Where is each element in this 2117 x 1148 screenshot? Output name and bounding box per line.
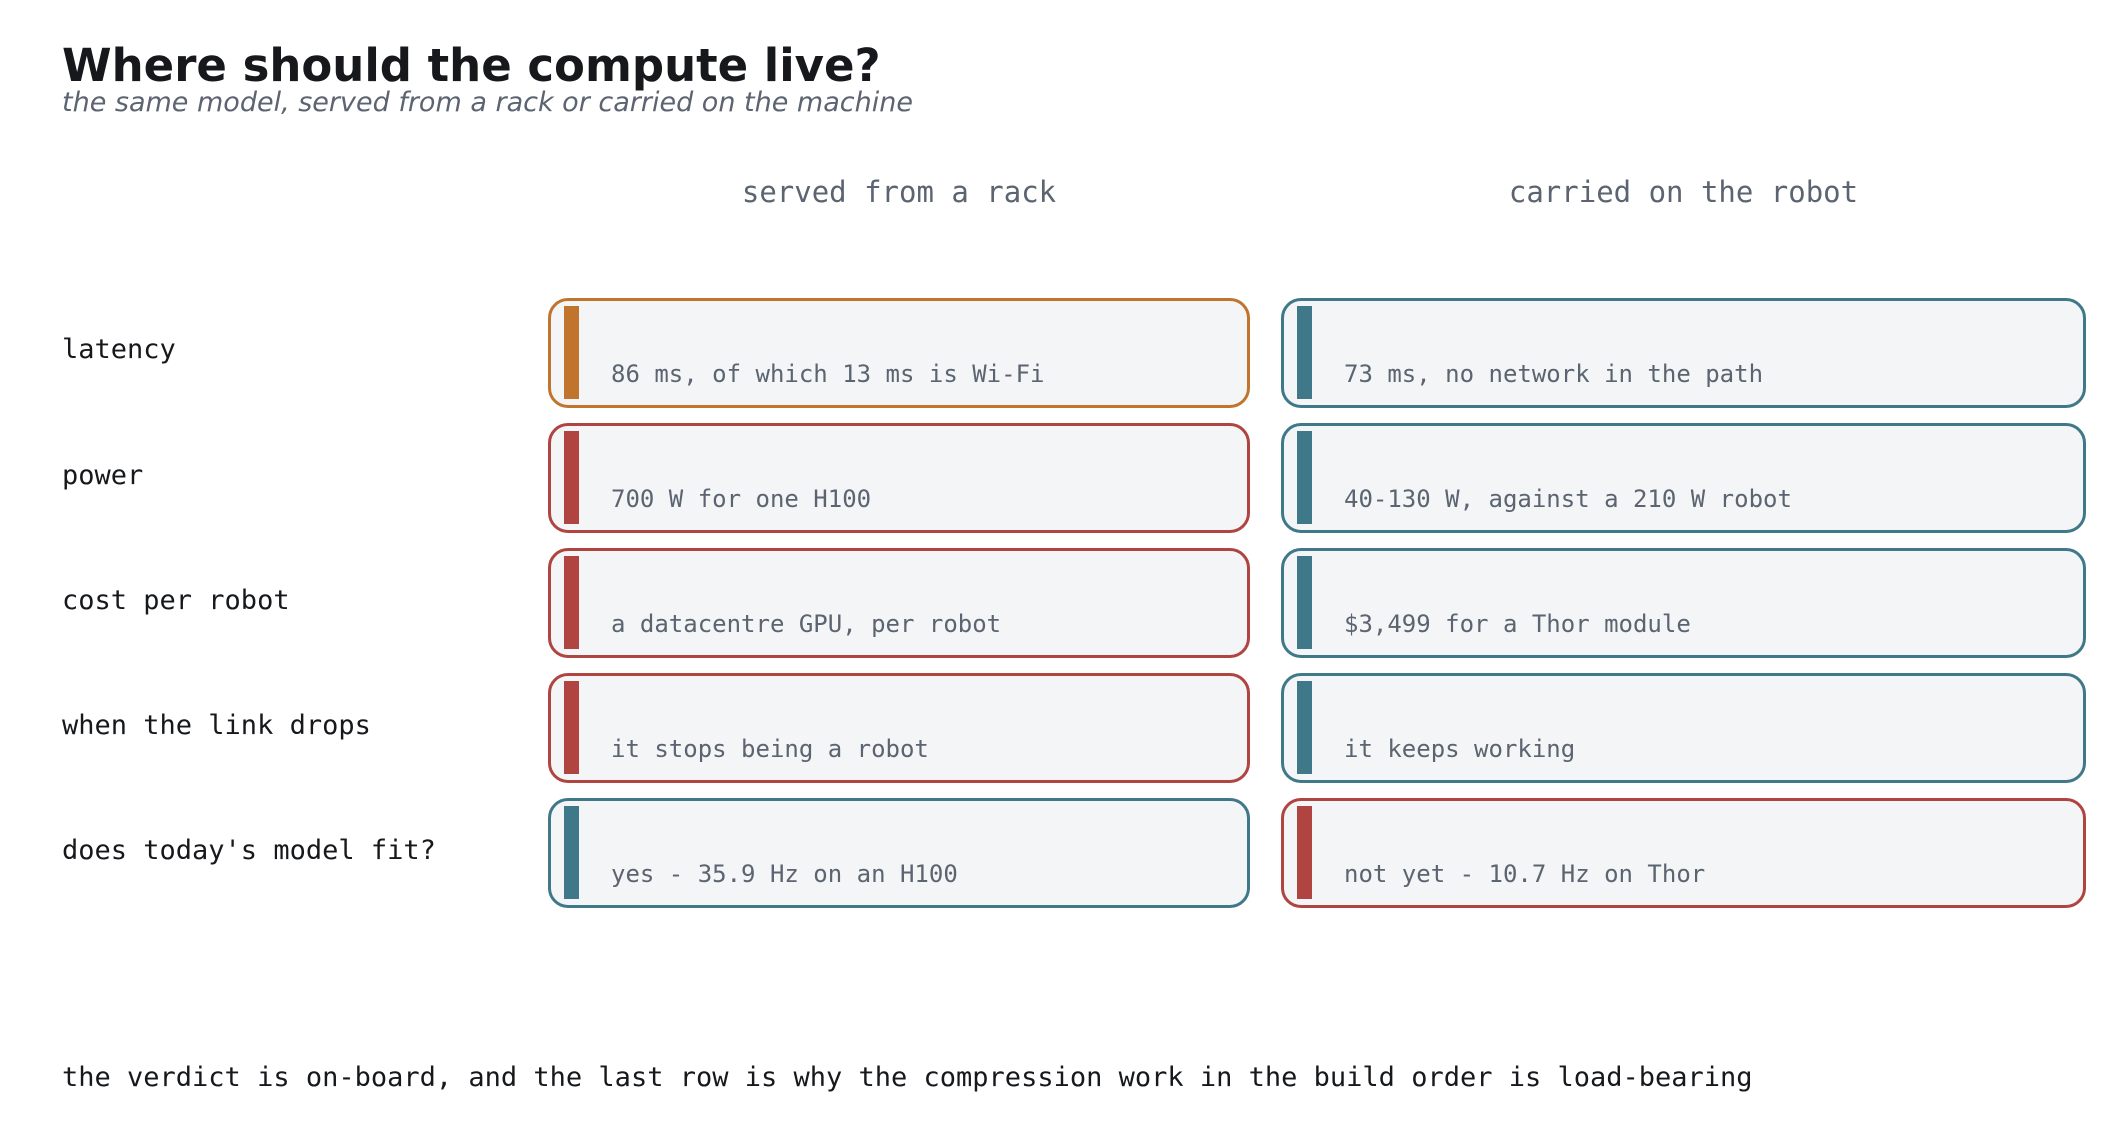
card-accent-bar bbox=[564, 556, 579, 649]
card-power-robot: 40-130 W, against a 210 W robot bbox=[1281, 423, 2086, 533]
card-cost-rack: a datacentre GPU, per robot bbox=[548, 548, 1250, 658]
card-accent-bar bbox=[564, 306, 579, 399]
page-subtitle: the same model, served from a rack or ca… bbox=[62, 87, 913, 118]
card-latency-rack: 86 ms, of which 13 ms is Wi-Fi bbox=[548, 298, 1250, 408]
card-text: not yet - 10.7 Hz on Thor bbox=[1344, 860, 1706, 888]
card-accent-bar bbox=[1297, 306, 1312, 399]
card-power-rack: 700 W for one H100 bbox=[548, 423, 1250, 533]
row-label-latency: latency bbox=[62, 334, 176, 365]
card-text: yes - 35.9 Hz on an H100 bbox=[611, 860, 958, 888]
card-text: 73 ms, no network in the path bbox=[1344, 360, 1764, 388]
page-title: Where should the compute live? bbox=[62, 39, 881, 92]
card-text: a datacentre GPU, per robot bbox=[611, 610, 1002, 638]
row-label-model-fit: does today's model fit? bbox=[62, 835, 436, 866]
verdict-footer: the verdict is on-board, and the last ro… bbox=[62, 1062, 1753, 1093]
card-cost-robot: $3,499 for a Thor module bbox=[1281, 548, 2086, 658]
row-label-power: power bbox=[62, 460, 144, 491]
row-label-link-drops: when the link drops bbox=[62, 710, 371, 741]
column-header-rack: served from a rack bbox=[741, 175, 1057, 209]
card-text: 86 ms, of which 13 ms is Wi-Fi bbox=[611, 360, 1045, 388]
card-latency-robot: 73 ms, no network in the path bbox=[1281, 298, 2086, 408]
row-label-cost-per-robot: cost per robot bbox=[62, 585, 290, 616]
card-accent-bar bbox=[1297, 431, 1312, 524]
card-text: 40-130 W, against a 210 W robot bbox=[1344, 485, 1792, 513]
card-accent-bar bbox=[564, 431, 579, 524]
card-model-fit-robot: not yet - 10.7 Hz on Thor bbox=[1281, 798, 2086, 908]
card-model-fit-rack: yes - 35.9 Hz on an H100 bbox=[548, 798, 1250, 908]
card-accent-bar bbox=[1297, 556, 1312, 649]
card-accent-bar bbox=[1297, 681, 1312, 774]
card-text: it keeps working bbox=[1344, 735, 1576, 763]
card-accent-bar bbox=[564, 681, 579, 774]
card-text: it stops being a robot bbox=[611, 735, 929, 763]
card-accent-bar bbox=[564, 806, 579, 899]
card-accent-bar bbox=[1297, 806, 1312, 899]
card-link-drops-rack: it stops being a robot bbox=[548, 673, 1250, 783]
card-link-drops-robot: it keeps working bbox=[1281, 673, 2086, 783]
card-text: $3,499 for a Thor module bbox=[1344, 610, 1691, 638]
column-header-robot: carried on the robot bbox=[1508, 175, 1859, 209]
card-text: 700 W for one H100 bbox=[611, 485, 872, 513]
